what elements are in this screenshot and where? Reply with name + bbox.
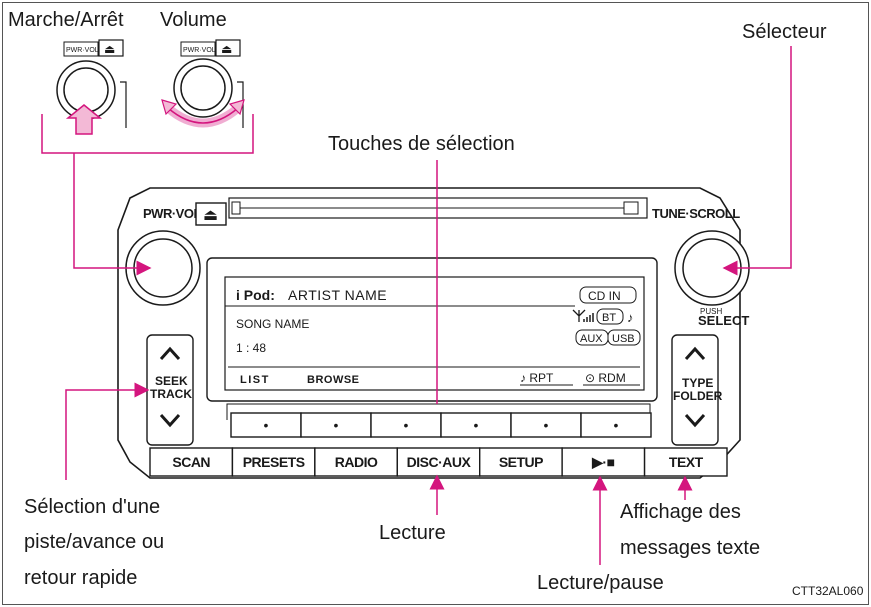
- display-aux: AUX: [580, 333, 603, 345]
- preset-row: • • • • • •: [230, 412, 652, 438]
- display-bt: BT: [602, 312, 616, 324]
- preset-dot: •: [334, 417, 339, 433]
- preset-button-5[interactable]: [510, 412, 582, 438]
- preset-button-6[interactable]: [580, 412, 652, 438]
- display-screen: [224, 276, 645, 391]
- display-rdm: ⊙ RDM: [585, 371, 626, 385]
- radio-button-label: RADIO: [335, 454, 378, 470]
- preset-dot: •: [544, 417, 549, 433]
- display-source: i Pod:: [236, 287, 275, 303]
- display-list: LIST: [240, 374, 270, 386]
- display-content: i Pod: ARTIST NAME CD IN SONG NAME BT ♪ …: [236, 286, 641, 386]
- power-knob-inner: [63, 67, 109, 113]
- preset-button-3[interactable]: [370, 412, 442, 438]
- setup-button[interactable]: [479, 447, 563, 477]
- volume-knob-inner: [180, 65, 226, 111]
- disc-aux-button-label: DISC·AUX: [407, 454, 472, 470]
- text-button-label: TEXT: [669, 454, 704, 470]
- type-label: TYPE: [682, 376, 713, 390]
- folder-up-icon: [684, 346, 706, 361]
- seek-down-icon: [159, 413, 181, 428]
- audio-unit: PWR·VOL ⏏ TUNE·SCROLL PUSH SELECT SEEK T…: [117, 187, 750, 479]
- press-arrow-icon: [65, 104, 103, 135]
- inset-pwr-label: PWR·VOL: [66, 47, 99, 54]
- inset-eject-icon: ⏏: [104, 42, 115, 56]
- callout-play: Lecture: [379, 522, 446, 544]
- display-browse: BROWSE: [307, 374, 360, 386]
- display-time: 1 : 48: [236, 341, 266, 355]
- function-row: SCAN PRESETS RADIO DISC·AUX SETUP ▶·■ TEXT: [149, 447, 728, 477]
- select-label: SELECT: [698, 313, 749, 328]
- inset-volume-knob: PWR·VOL ⏏: [161, 39, 245, 128]
- folder-down-icon: [684, 413, 706, 428]
- display-rpt: ♪ RPT: [520, 371, 554, 385]
- callout-text-1: Affichage des: [620, 501, 741, 523]
- callout-preset-keys: Touches de sélection: [328, 133, 515, 155]
- callout-volume: Volume: [160, 9, 227, 31]
- seek-up-icon: [159, 346, 181, 361]
- display-cd-in: CD IN: [588, 289, 621, 303]
- scan-button[interactable]: [149, 447, 234, 477]
- display-note-icon: ♪: [627, 310, 634, 325]
- push-label: PUSH: [700, 307, 722, 316]
- setup-button-label: SETUP: [499, 454, 543, 470]
- figure-code: CTT32AL060: [792, 584, 864, 598]
- tune-scroll-label: TUNE·SCROLL: [652, 206, 740, 221]
- signal-icon: [572, 309, 594, 322]
- callout-play-pause: Lecture/pause: [537, 572, 664, 594]
- preset-dot: •: [264, 417, 269, 433]
- play-pause-button-label: ▶·■: [591, 454, 614, 470]
- display-usb: USB: [612, 333, 635, 345]
- pwr-vol-label: PWR·VOL: [143, 206, 201, 221]
- callout-lines: [41, 46, 792, 565]
- text-button[interactable]: [643, 447, 728, 477]
- type-folder-button[interactable]: [671, 334, 719, 446]
- seek-label-1: SEEK: [155, 374, 188, 388]
- presets-button[interactable]: [231, 447, 316, 477]
- preset-button-1[interactable]: [230, 412, 302, 438]
- inset-eject-button: [98, 39, 124, 57]
- display-artist: ARTIST NAME: [288, 287, 387, 303]
- inset-vol-label: PWR·VOL: [183, 47, 216, 54]
- folder-label: FOLDER: [673, 389, 723, 403]
- inset-vol-eject-icon: ⏏: [221, 42, 232, 56]
- preset-dot: •: [614, 417, 619, 433]
- seek-label-2: TRACK: [150, 387, 192, 401]
- callout-seek-1: Sélection d'une: [24, 496, 161, 518]
- callout-selector: Sélecteur: [742, 21, 827, 43]
- scan-button-label: SCAN: [172, 454, 210, 470]
- eject-button[interactable]: [195, 202, 227, 226]
- callout-text-2: messages texte: [620, 537, 761, 559]
- inset-power-knob: PWR·VOL ⏏: [56, 39, 127, 135]
- display-song: SONG NAME: [236, 317, 309, 331]
- presets-button-label: PRESETS: [243, 454, 305, 470]
- callout-seek-2: piste/avance ou: [24, 531, 165, 553]
- preset-dot: •: [474, 417, 479, 433]
- callout-power: Marche/Arrêt: [8, 9, 124, 31]
- eject-icon: ⏏: [203, 207, 218, 224]
- callout-seek-3: retour rapide: [24, 567, 138, 589]
- preset-dot: •: [404, 417, 409, 433]
